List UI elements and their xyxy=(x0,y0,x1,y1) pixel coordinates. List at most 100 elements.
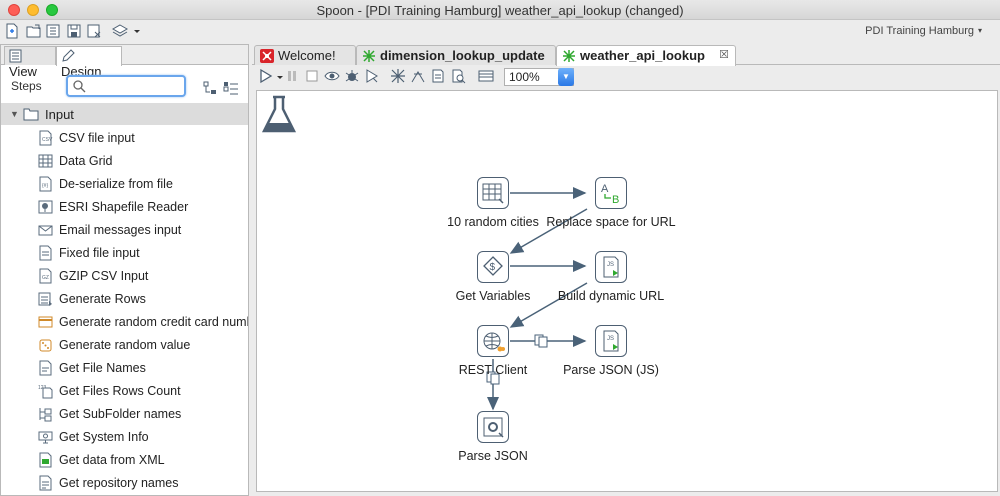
step-item-label: Generate random credit card numb xyxy=(59,315,248,329)
step-item-label: Get System Info xyxy=(59,430,149,444)
repository-context[interactable]: PDI Training Hamburg xyxy=(865,25,974,37)
step-item-generate-rows[interactable]: Generate Rows xyxy=(1,288,248,311)
category-label: Input xyxy=(45,107,74,122)
step-item-fixed-file-input[interactable]: Fixed file input xyxy=(1,242,248,265)
gzip-file-icon: GZ xyxy=(38,268,53,284)
step-item-get-data-from-xml[interactable]: Get data from XML xyxy=(1,449,248,472)
replay-icon[interactable] xyxy=(364,68,380,84)
editor-area: Welcome! dimension_lookup_update weather… xyxy=(252,44,1000,496)
sql-icon[interactable] xyxy=(430,68,446,84)
transformation-icon xyxy=(562,49,576,63)
stop-icon[interactable] xyxy=(304,68,320,84)
explore-repository-icon[interactable] xyxy=(45,23,61,39)
get-variables-icon: $ xyxy=(483,256,503,276)
node-build-dynamic-url[interactable]: JS xyxy=(595,251,627,283)
tab-dimension-lookup-update[interactable]: dimension_lookup_update xyxy=(356,45,556,65)
context-dropdown-icon[interactable]: ▾ xyxy=(977,26,982,35)
save-icon[interactable] xyxy=(66,23,82,39)
step-item-get-file-names[interactable]: Get File Names xyxy=(1,357,248,380)
close-tab-icon[interactable]: ☒ xyxy=(719,49,729,61)
folder-icon xyxy=(23,107,39,121)
step-item-get-repository-names[interactable]: Get repository names xyxy=(1,472,248,495)
node-label: Parse JSON (JS) xyxy=(563,363,659,377)
svg-text:{#}: {#} xyxy=(42,183,48,189)
svg-text:A: A xyxy=(601,183,609,195)
step-item-deserialize-from-file[interactable]: {#} De-serialize from file xyxy=(1,173,248,196)
node-10-random-cities[interactable] xyxy=(477,177,509,209)
svg-text:JS: JS xyxy=(607,262,614,268)
steps-search-box[interactable] xyxy=(66,75,186,97)
system-info-icon xyxy=(38,429,53,445)
zoom-dropdown-icon[interactable]: ▼ xyxy=(558,68,574,86)
impact-icon[interactable] xyxy=(410,68,426,84)
node-parse-json-js[interactable]: JS xyxy=(595,325,627,357)
node-parse-json[interactable] xyxy=(477,411,509,443)
explore-db-icon[interactable] xyxy=(450,68,466,84)
steps-label: Steps xyxy=(11,79,42,93)
verify-icon[interactable] xyxy=(390,68,406,84)
expand-all-icon[interactable] xyxy=(223,80,239,96)
new-file-icon[interactable] xyxy=(4,23,20,39)
tab-welcome-label: Welcome! xyxy=(278,48,336,63)
map-pin-icon xyxy=(38,199,53,215)
editor-tabbar: Welcome! dimension_lookup_update weather… xyxy=(252,44,1000,66)
step-item-gzip-csv-input[interactable]: GZ GZIP CSV Input xyxy=(1,265,248,288)
step-item-email-messages-input[interactable]: Email messages input xyxy=(1,219,248,242)
collapse-all-icon[interactable] xyxy=(203,80,219,96)
run-icon[interactable] xyxy=(258,68,274,84)
zoom-select[interactable]: 100% xyxy=(504,68,574,86)
step-item-label: Data Grid xyxy=(59,154,113,168)
layers-icon[interactable] xyxy=(112,23,128,39)
debug-icon[interactable] xyxy=(344,68,360,84)
node-get-variables[interactable]: $ xyxy=(477,251,509,283)
expanded-triangle-icon[interactable]: ▼ xyxy=(10,109,19,119)
preview-icon[interactable] xyxy=(324,68,340,84)
category-input[interactable]: ▼ Input xyxy=(1,103,248,125)
envelope-icon xyxy=(38,222,53,238)
step-item-get-files-rows-count[interactable]: 123 Get Files Rows Count xyxy=(1,380,248,403)
step-item-generate-random-credit-card[interactable]: Generate random credit card numb xyxy=(1,311,248,334)
data-grid-icon xyxy=(38,153,53,169)
step-item-get-subfolder-names[interactable]: Get SubFolder names xyxy=(1,403,248,426)
javascript-icon: JS xyxy=(603,330,619,352)
svg-text:JS: JS xyxy=(607,336,614,342)
title-bar: Spoon - [PDI Training Hamburg] weather_a… xyxy=(0,0,1000,20)
welcome-icon xyxy=(260,49,274,63)
run-dropdown-icon[interactable] xyxy=(272,68,283,84)
node-label: Get Variables xyxy=(455,289,531,303)
step-item-label: GZIP CSV Input xyxy=(59,269,149,283)
replace-string-icon: AB xyxy=(601,183,619,205)
node-rest-client[interactable] xyxy=(477,325,509,357)
tab-weather-api-lookup[interactable]: weather_api_lookup ☒ xyxy=(556,45,736,66)
step-item-get-system-info[interactable]: Get System Info xyxy=(1,426,248,449)
tab-design[interactable]: Design xyxy=(56,46,122,79)
layers-dropdown-icon[interactable] xyxy=(129,23,140,39)
step-item-label: Get SubFolder names xyxy=(59,407,182,421)
xml-icon xyxy=(38,452,53,468)
dice-icon xyxy=(38,337,53,353)
rows-count-icon: 123 xyxy=(38,383,53,399)
step-item-csv-file-input[interactable]: CSV CSV file input xyxy=(1,127,248,150)
flask-icon xyxy=(261,95,297,135)
pause-icon[interactable] xyxy=(284,68,300,84)
tab-view[interactable]: View xyxy=(4,46,56,79)
fixed-file-icon xyxy=(38,245,53,261)
step-item-generate-random-value[interactable]: Generate random value xyxy=(1,334,248,357)
tab-welcome[interactable]: Welcome! xyxy=(254,45,356,65)
file-names-icon xyxy=(38,360,53,376)
window-title: Spoon - [PDI Training Hamburg] weather_a… xyxy=(316,3,684,18)
close-window-button[interactable] xyxy=(8,4,20,16)
maximize-window-button[interactable] xyxy=(46,4,58,16)
step-item-label: Get Files Rows Count xyxy=(59,384,181,398)
step-item-esri-shapefile-reader[interactable]: ESRI Shapefile Reader xyxy=(1,196,248,219)
save-as-icon[interactable] xyxy=(86,23,102,39)
show-results-icon[interactable] xyxy=(478,68,494,84)
minimize-window-button[interactable] xyxy=(27,4,39,16)
step-item-data-grid[interactable]: Data Grid xyxy=(1,150,248,173)
steps-search-input[interactable] xyxy=(88,78,182,94)
deserialize-icon: {#} xyxy=(38,176,53,192)
tab-view-label: View xyxy=(9,64,37,79)
open-file-icon[interactable] xyxy=(26,23,42,39)
